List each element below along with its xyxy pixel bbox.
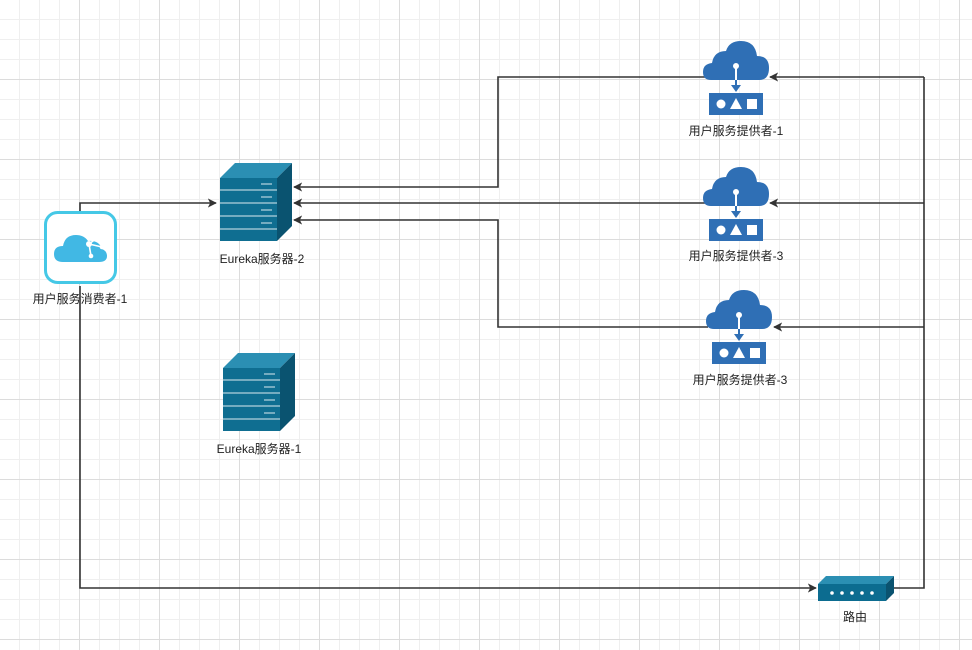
edge-consumer-to-eureka2[interactable] <box>79 198 217 212</box>
consumer-1-node[interactable] <box>44 211 117 284</box>
edge-provider1-to-eureka2[interactable] <box>293 76 705 192</box>
provider-1-label: 用户服务提供者-1 <box>688 124 784 138</box>
edge-router-trunk[interactable] <box>894 77 925 589</box>
cloud-api-gateway-icon <box>703 167 769 241</box>
provider-3a-node[interactable] <box>703 167 769 241</box>
eureka-server-1-label: Eureka服务器-1 <box>216 442 302 456</box>
consumer-1-label: 用户服务消费者-1 <box>32 292 128 306</box>
edge-consumer-to-router[interactable] <box>79 286 817 593</box>
router-label: 路由 <box>842 610 868 624</box>
provider-3a-label: 用户服务提供者-3 <box>688 249 784 263</box>
provider-1-node[interactable] <box>703 41 769 115</box>
edge-provider3b-to-eureka2[interactable] <box>293 215 708 328</box>
eureka-server-2-node[interactable] <box>220 163 292 241</box>
server-rack-icon <box>223 353 295 431</box>
provider-3b-label: 用户服务提供者-3 <box>692 373 788 387</box>
provider-3b-node[interactable] <box>706 290 772 364</box>
cloud-service-icon <box>44 211 117 284</box>
eureka-server-2-label: Eureka服务器-2 <box>219 252 305 266</box>
eureka-server-1-node[interactable] <box>223 353 295 431</box>
server-rack-icon <box>220 163 292 241</box>
connectors <box>79 72 925 593</box>
cloud-api-gateway-icon <box>703 41 769 115</box>
router-icon <box>818 576 894 601</box>
cloud-api-gateway-icon <box>706 290 772 364</box>
router-node[interactable] <box>818 576 894 601</box>
